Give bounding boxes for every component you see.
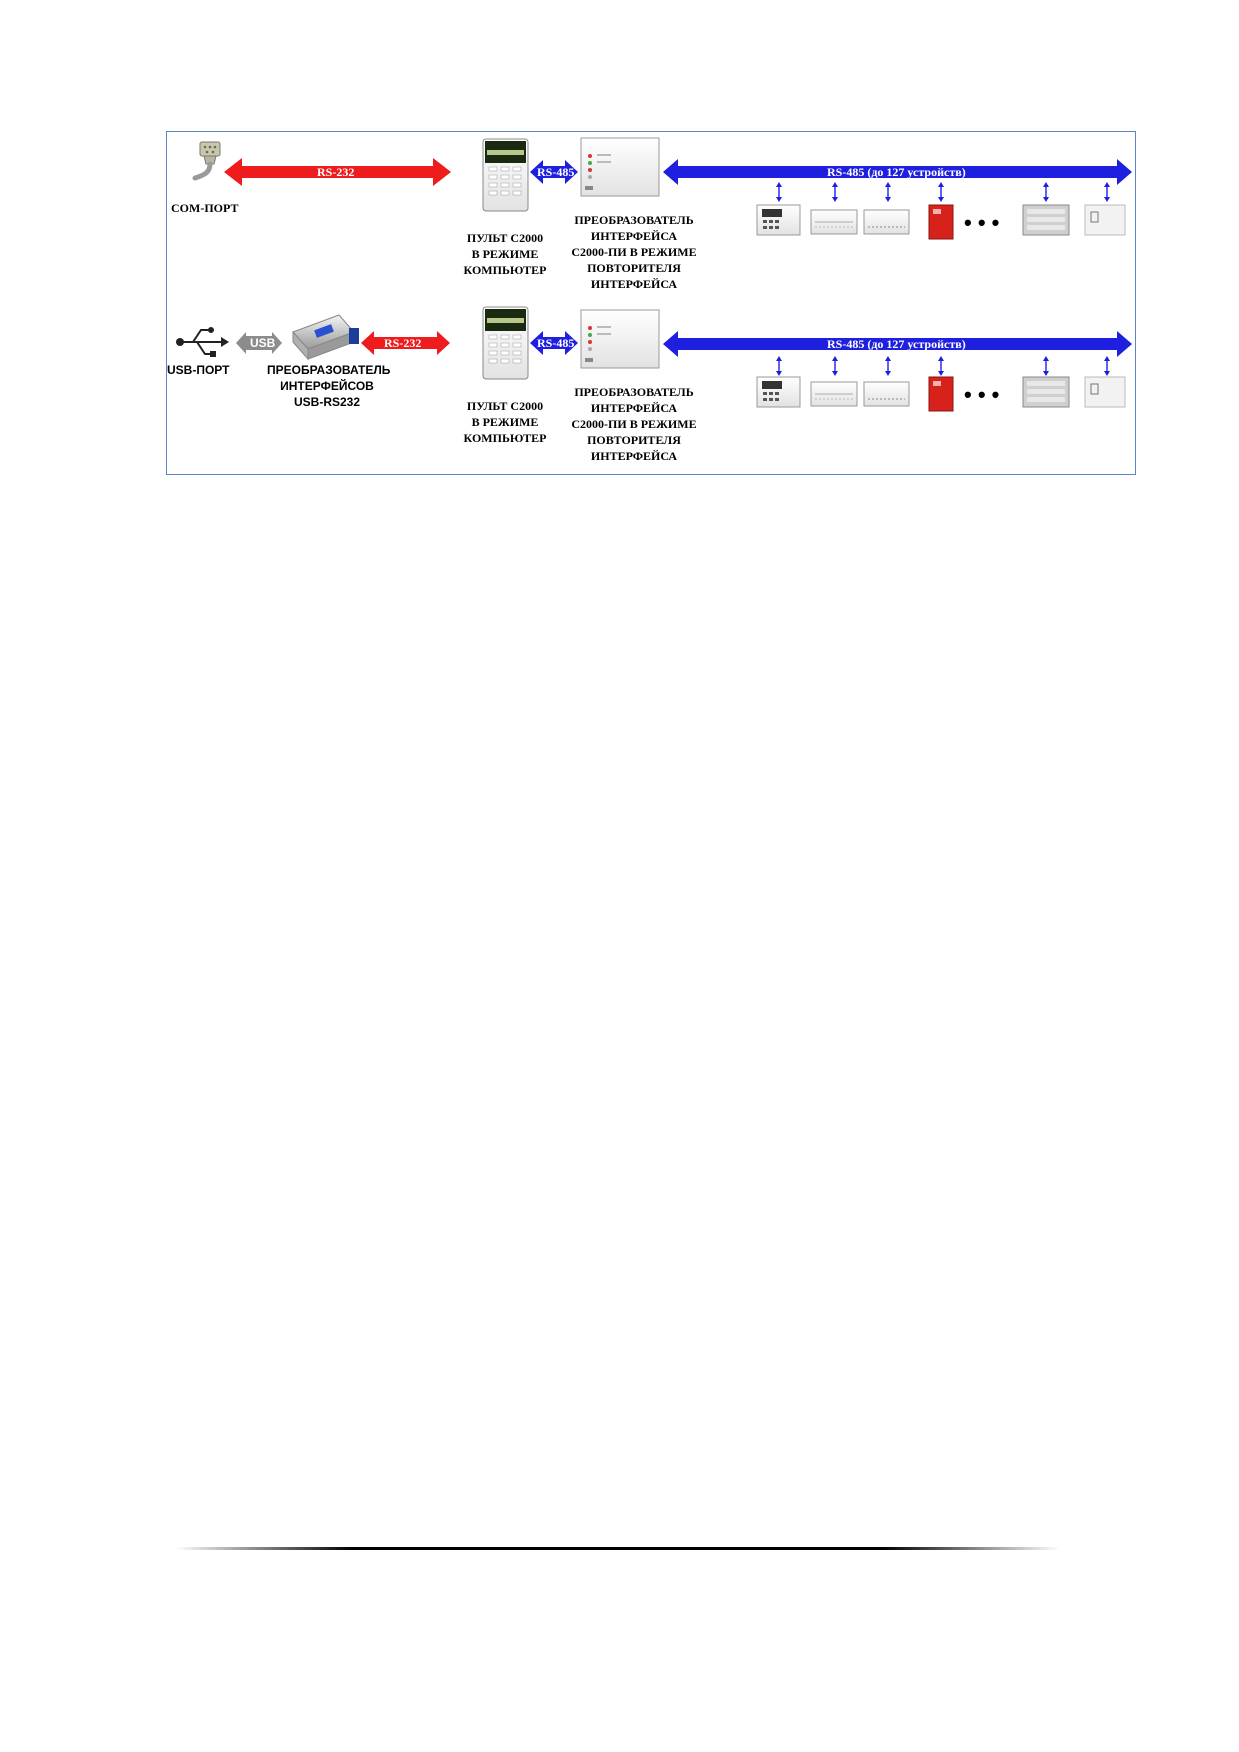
diagram-frame: • • • — [166, 131, 1136, 475]
bus-device-module-b-row2 — [863, 381, 910, 407]
keypad-c2000-device — [482, 138, 529, 212]
usb-icon — [176, 327, 229, 357]
ellipsis-row1: • • • — [964, 210, 999, 235]
keypad-c2000-device — [482, 306, 529, 380]
rs485-label-row1: RS-485 — [537, 165, 575, 179]
converter-c2000-pi-device — [580, 309, 660, 369]
bus-device-module-b-row1 — [863, 209, 910, 235]
rs485-bus-label-row2: RS-485 (до 127 устройств) — [827, 337, 966, 351]
bus-device-small-box-row2 — [1084, 376, 1126, 408]
bus-device-fire-panel-row2 — [928, 376, 954, 412]
rs232-link-row2 — [361, 331, 450, 355]
rs232-label-row1: RS-232 — [317, 165, 355, 179]
network-diagram: • • • — [176, 137, 1132, 412]
rs232-link-row1 — [224, 158, 451, 186]
rs232-label-row2: RS-232 — [384, 336, 422, 350]
bus-drop-arrows-row1 — [776, 182, 1110, 202]
rs485-link-row1 — [530, 160, 578, 184]
usb-label: USB — [250, 336, 276, 350]
rs485-bus-label-row1: RS-485 (до 127 устройств) — [827, 165, 966, 179]
bus-device-module-a-row2 — [810, 381, 858, 407]
rs485-bus-row2 — [663, 331, 1132, 357]
footer-rule — [175, 1547, 1060, 1550]
bus-device-fire-panel-row1 — [928, 204, 954, 240]
bus-device-annunciator-row1 — [1022, 204, 1070, 236]
rs485-label-row2: RS-485 — [537, 336, 575, 350]
bus-device-small-box-row1 — [1084, 204, 1126, 236]
bus-device-module-a-row1 — [810, 209, 858, 235]
com-port-connector-icon — [192, 141, 221, 181]
rs485-bus-row1 — [663, 159, 1132, 185]
bus-device-keypad-row1 — [756, 204, 801, 236]
rs485-link-row2 — [530, 331, 578, 355]
com-port-label: COM-ПОРТ — [171, 201, 239, 215]
usb-port-label: USB-ПОРТ — [167, 363, 230, 377]
converter-c2000-pi-device — [580, 137, 660, 197]
ellipsis-row2: • • • — [964, 382, 999, 407]
bus-drop-arrows-row2 — [776, 356, 1110, 376]
usb-link — [236, 332, 282, 354]
bus-device-keypad-row2 — [756, 376, 801, 408]
bus-device-annunciator-row2 — [1022, 376, 1070, 408]
usb-rs232-converter-device — [292, 314, 359, 361]
